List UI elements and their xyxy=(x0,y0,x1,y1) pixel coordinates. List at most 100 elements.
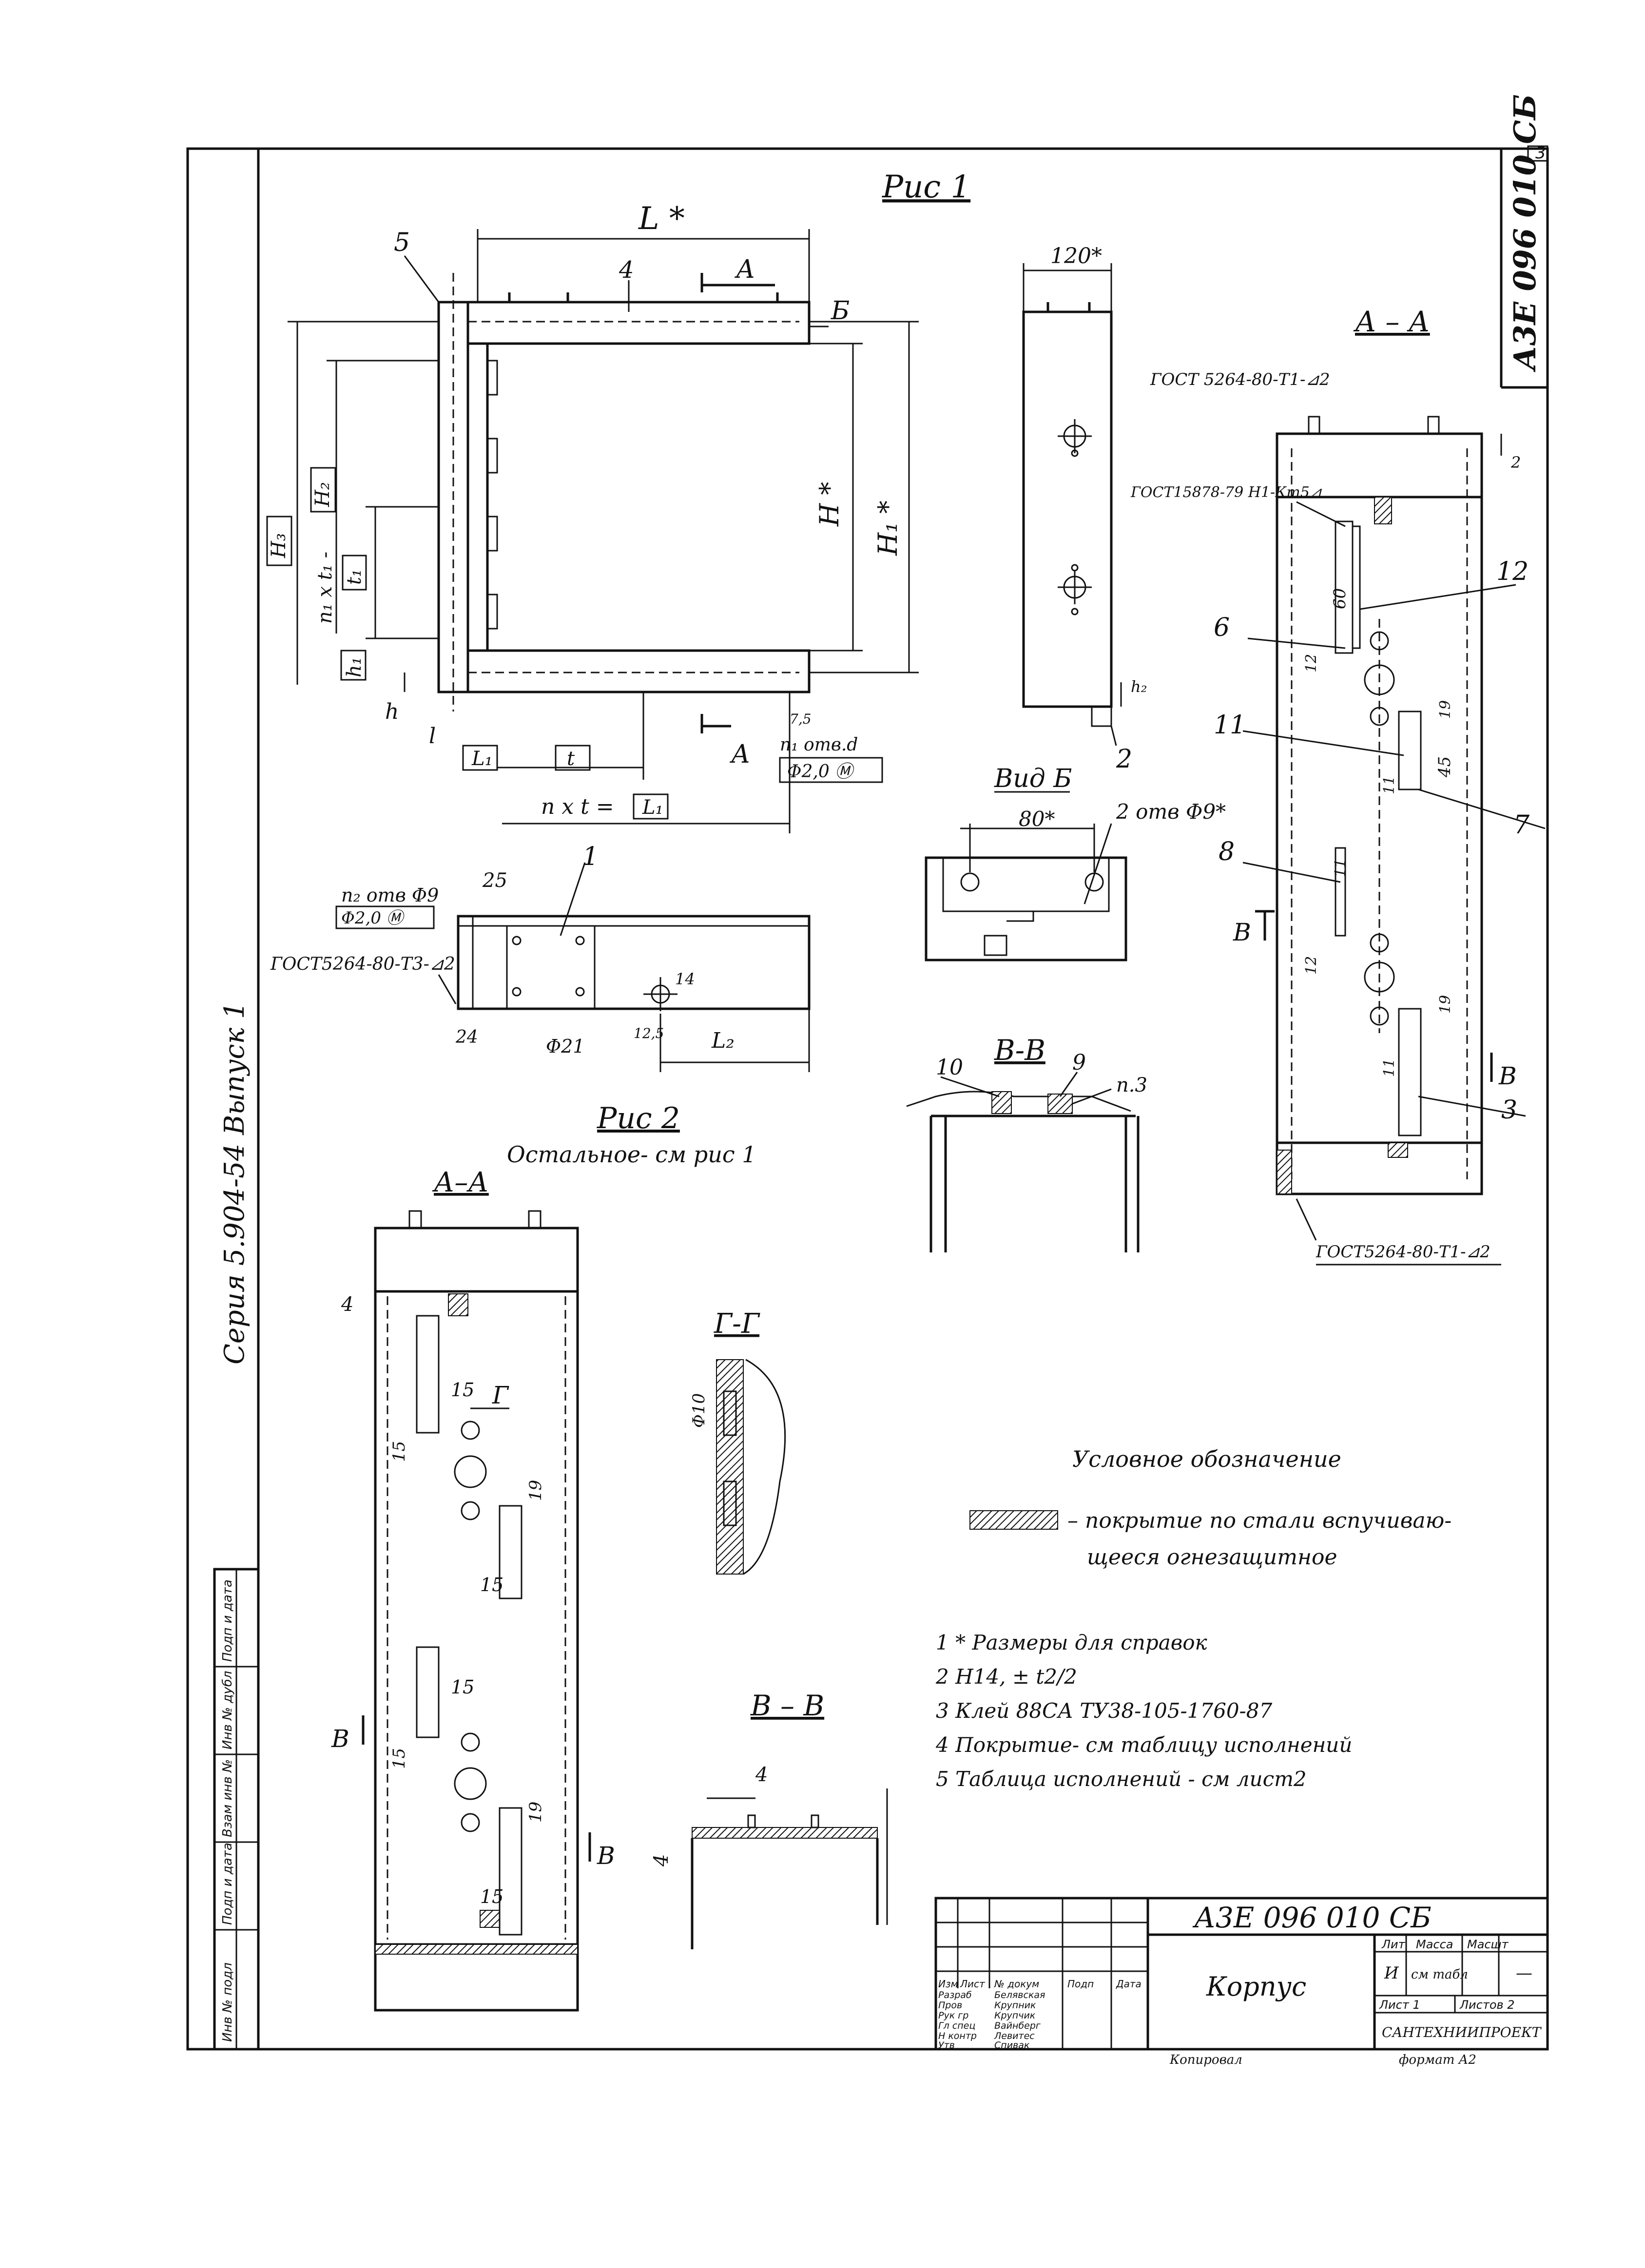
dim-45: 45 xyxy=(1435,756,1454,778)
fig2-dim-15f: 15 xyxy=(480,1886,503,1907)
fig1-pos2: 2 xyxy=(1116,745,1132,774)
vv1-title: В-В xyxy=(994,1034,1045,1067)
legend: Условное обозначение – покрытие по стали… xyxy=(969,1446,1451,1570)
gg-dim-phi10: Φ10 xyxy=(689,1393,709,1428)
fig2-dim-15a: 15 xyxy=(451,1379,474,1401)
fig2-dim-19b: 19 xyxy=(526,1802,545,1823)
dim-12a: 12 xyxy=(1303,654,1320,673)
dim-H3: H₃ xyxy=(268,533,290,558)
tb-name-2: Крупчик xyxy=(994,2010,1036,2021)
holes-note: n₁ отв.d xyxy=(780,735,858,755)
view-b: Вид Б 80* 2 отв Φ9* xyxy=(925,764,1226,961)
note-2: 2 Н14, ± t2/2 xyxy=(935,1665,1077,1689)
fig1-front-view: Рис 1 L * 5 4 А А Б xyxy=(266,169,970,833)
dim-60: 60 xyxy=(1330,588,1350,609)
aa1-pos8: 8 xyxy=(1219,837,1235,866)
dim-H1: H₁ * xyxy=(872,500,903,556)
weld-radius: 7,5 xyxy=(790,711,812,727)
tb-lit-label: Лит xyxy=(1381,1938,1406,1951)
dim-L: L * xyxy=(638,201,685,237)
vv2-dim-4a: 4 xyxy=(755,1764,768,1786)
title-block: А3Е 096 010 СБ Корпус Изм Лист № докум П… xyxy=(934,1897,1549,2067)
fig1-pos4: 4 xyxy=(619,256,634,284)
side-stamp: Инв № подл Подп и дата Взам инв № Инв № … xyxy=(213,1568,260,2051)
fig1-side-view: 120* h₂ 2 xyxy=(1022,244,1147,774)
stamp-podp-data-2: Подп и дата xyxy=(220,1579,235,1662)
tb-name: Корпус xyxy=(1206,1971,1306,2002)
vv1-pos10: 10 xyxy=(936,1055,963,1080)
note-1: 1 * Размеры для справок xyxy=(936,1631,1208,1654)
weld-gost-lower: ГОСТ5264-80-Т3-⊿2 xyxy=(270,954,455,974)
lower-tolerance: Φ2,0 Ⓜ xyxy=(341,908,406,928)
lower-holes: n₂ отв Φ9 xyxy=(341,884,439,906)
legend-title: Условное обозначение xyxy=(1072,1446,1341,1472)
fig1-pos5: 5 xyxy=(394,228,410,257)
aa1-pos12: 12 xyxy=(1496,557,1529,586)
dim-11a: 11 xyxy=(1381,776,1398,794)
dim-L2: L₂ xyxy=(711,1028,735,1053)
view-b-title: Вид Б xyxy=(994,764,1072,793)
tb-format: формат А2 xyxy=(1399,2053,1476,2067)
dim-L1: L₁ xyxy=(642,796,663,819)
tb-col-sign: Подп xyxy=(1067,1978,1094,1990)
tb-scale-value: — xyxy=(1516,1963,1532,1983)
tb-col-izm: Изм xyxy=(938,1978,958,1990)
dim-nxt: n x t = xyxy=(541,794,614,819)
dim-h: h xyxy=(385,699,399,724)
fig2: Рис 2 Остальное- см рис 1 А–А 4 15 15 19… xyxy=(331,1101,756,2012)
tb-name-3: Вайнберг xyxy=(994,2020,1041,2031)
vv1-pos9: 9 xyxy=(1072,1050,1086,1075)
note-5: 5 Таблица исполнений - см лист2 xyxy=(936,1767,1307,1791)
fig1-cut-b: Б xyxy=(831,296,850,326)
fig2-dim-15b: 15 xyxy=(389,1441,409,1462)
stamp-inv-dubl: Инв № дубл xyxy=(220,1671,235,1749)
aa1-pos6: 6 xyxy=(1214,613,1230,642)
dim-12b: 12 xyxy=(1303,956,1320,975)
page-number: 3 xyxy=(1535,143,1546,163)
dim-25: 25 xyxy=(482,869,507,892)
fig1-pos1: 1 xyxy=(582,842,599,871)
tb-col-date: Дата xyxy=(1116,1978,1142,1990)
notes: 1 * Размеры для справок 2 Н14, ± t2/2 3 … xyxy=(935,1631,1352,1791)
aa1-cut-b-right: В xyxy=(1498,1062,1517,1090)
gost-top: ГОСТ 5264-80-Т1-⊿2 xyxy=(1150,370,1330,389)
fig2-dim-15d: 15 xyxy=(451,1676,474,1698)
legend-line1: – покрытие по стали вспучиваю- xyxy=(1067,1508,1451,1533)
coating-swatch xyxy=(969,1510,1058,1530)
dim-2: 2 xyxy=(1510,453,1521,472)
dim-t1: t₁ xyxy=(343,569,366,585)
tb-col-docnum: № докум xyxy=(994,1978,1039,1990)
dim-phi21: Φ21 xyxy=(546,1036,585,1057)
fig1-cut-a-bottom: А xyxy=(729,740,750,769)
fig2-cut-g: Г xyxy=(492,1381,509,1409)
tb-name-0: Белявская xyxy=(994,1990,1045,2000)
section-vv-1: В-В 10 9 п.3 xyxy=(906,1034,1147,1252)
note-4: 4 Покрытие- см таблицу исполнений xyxy=(935,1733,1352,1757)
fig2-cut-v-left: В xyxy=(331,1725,349,1753)
dim-t-box: t xyxy=(567,748,575,770)
series-vertical: Серия 5.904-54 Выпуск 1 xyxy=(219,1001,251,1365)
stamp-inv-podl: Инв № подл xyxy=(220,1962,235,2042)
dim-120: 120* xyxy=(1050,244,1102,269)
section-vv-2: В – В 4 4 xyxy=(650,1689,888,1949)
fig2-cut-v-right: В xyxy=(597,1842,615,1870)
tb-scale-label: Масшт xyxy=(1467,1938,1509,1951)
doc-code-vertical: А3Е 096 010 СБ xyxy=(1507,94,1543,372)
section-aa-1: А – А ГОСТ 5264-80-Т1-⊿2 2 ГОСТ15878-79 … xyxy=(1130,305,1546,1266)
tb-mass-label: Масса xyxy=(1416,1938,1453,1951)
fig1-plan-view: n₂ отв Φ9 Φ2,0 Ⓜ 25 1 ГОСТ5264-80-Т3-⊿2 … xyxy=(270,842,811,1072)
dim-11b: 11 xyxy=(1332,859,1349,877)
aa1-pos7: 7 xyxy=(1513,810,1530,840)
aa1-pos3: 3 xyxy=(1501,1096,1517,1125)
gost-mid: ГОСТ15878-79 Н1-Кт5⊿ xyxy=(1130,484,1322,501)
dim-80: 80* xyxy=(1019,807,1055,831)
fig2-dim-15c: 15 xyxy=(480,1574,503,1595)
tb-role-4: Н контр xyxy=(938,2031,977,2041)
dim-19b: 19 xyxy=(1437,995,1454,1014)
tb-col-list: Лист xyxy=(960,1978,986,1990)
tb-org: САНТЕХНИИПРОЕКТ xyxy=(1382,2024,1542,2040)
gg-title: Г-Г xyxy=(714,1308,760,1340)
dim-L1-box: L₁ xyxy=(471,748,493,770)
fig2-subtitle: Остальное- см рис 1 xyxy=(507,1141,756,1168)
view-b-holes: 2 отв Φ9* xyxy=(1116,800,1226,824)
